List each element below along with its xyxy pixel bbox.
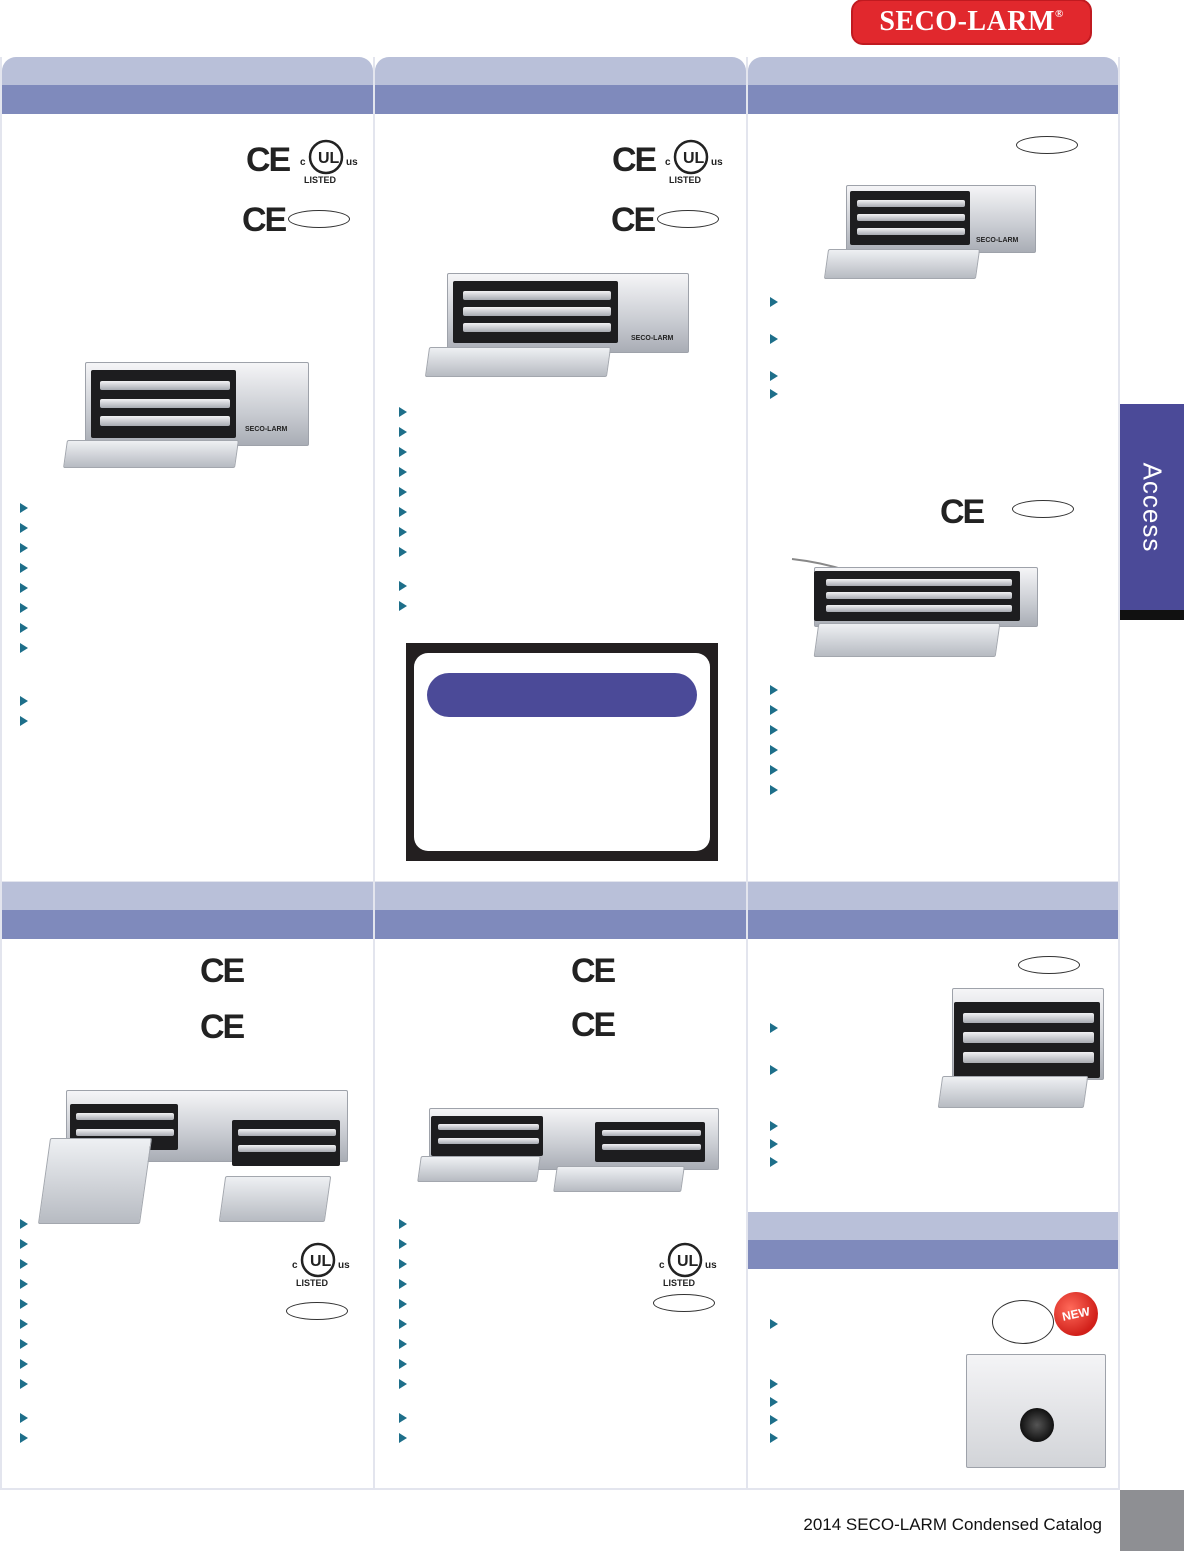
section-tab-bar [1120,610,1184,620]
panel-header-dark [2,85,373,114]
panel-header-light [2,57,373,85]
double-maglock-image [37,1090,348,1224]
panel-header-light [375,57,746,85]
seco-larm-logo: SECO-LARM® [853,1,1090,43]
page-number-box [1120,1490,1184,1551]
ul-listed-text: LISTED [669,175,702,185]
mini-maglock-image [934,988,1104,1108]
rating-oval [1018,956,1080,974]
rating-oval-tall [992,1300,1054,1344]
ce-mark: CE [246,141,291,179]
rating-oval [288,210,350,228]
maglock-image: SECO-LARM [820,185,1036,281]
ul-listed-text: LISTED [304,175,337,185]
rating-oval [657,210,719,228]
panel-header-light [375,882,746,910]
new-badge: NEW [1049,1287,1103,1341]
panel-top-left: CE UL c us LISTED CE SECO-LARM [0,57,375,883]
panel-header-dark-sub [748,1240,1118,1269]
maglock-image [790,557,1040,661]
callout-box [406,643,718,861]
ce-mark: CE [612,141,657,179]
maglock-brand-label: SECO-LARM [976,237,1019,244]
panel-top-right: SECO-LARM CE [746,57,1120,883]
maglock-brand-label: SECO-LARM [245,426,288,433]
ul-listed-icon: UL c us LISTED [665,139,723,185]
ce-mark: CE [200,952,245,990]
maglock-brand-label: SECO-LARM [631,335,674,342]
rating-oval [1016,136,1078,154]
ul-c-text: c [300,157,306,168]
lock-box-image [966,1354,1106,1468]
ce-mark: CE [940,493,985,531]
panel-header-light [748,57,1118,85]
ul-c-text: c [665,157,671,168]
svg-text:UL: UL [318,150,340,167]
ul-listed-icon: UL c us LISTED [300,139,358,185]
registered-mark: ® [1054,8,1064,20]
panel-bottom-left: CE CE UL c us LISTED [0,882,375,1490]
section-tab [1120,404,1184,610]
ul-listed-text: LISTED [296,1278,329,1288]
ul-listed-text: LISTED [663,1278,696,1288]
panel-bottom-right: NEW [746,882,1120,1490]
callout-pill [427,673,697,717]
svg-text:UL: UL [677,1253,699,1270]
rating-oval [1012,500,1074,518]
ce-mark: CE [571,952,616,990]
ul-c-text: c [659,1260,665,1271]
ul-us-text: us [346,157,358,168]
ul-listed-icon: UL c us LISTED [292,1242,350,1288]
maglock-image: SECO-LARM [419,273,689,381]
double-maglock-image [413,1108,719,1192]
rating-oval [653,1294,715,1312]
svg-text:UL: UL [310,1253,332,1270]
ul-listed-icon: UL c us LISTED [659,1242,717,1288]
panel-header-light [748,882,1118,910]
panel-header-dark [375,85,746,114]
callout-inner [414,653,710,851]
rating-oval [286,1302,348,1320]
ul-us-text: us [711,157,723,168]
panel-header-light [2,882,373,910]
panel-bottom-middle: CE CE UL c us LISTED [373,882,748,1490]
panel-header-dark [748,910,1118,939]
ul-us-text: us [338,1260,350,1271]
ce-mark: CE [571,1006,616,1044]
ce-mark: CE [200,1008,245,1046]
ul-us-text: us [705,1260,717,1271]
panel-header-light-sub [748,1212,1118,1240]
panel-header-dark [748,85,1118,114]
svg-text:UL: UL [683,150,705,167]
panel-header-dark [2,910,373,939]
section-tab-label: Access [1137,462,1168,552]
catalog-footer: 2014 SECO-LARM Condensed Catalog [803,1515,1102,1534]
panel-header-dark [375,910,746,939]
logo-text: SECO-LARM [879,6,1055,37]
ce-mark: CE [242,201,287,239]
section-tab-label-wrap: Access [1120,404,1184,610]
ul-c-text: c [292,1260,298,1271]
ce-mark: CE [611,201,656,239]
maglock-image: SECO-LARM [57,362,309,476]
